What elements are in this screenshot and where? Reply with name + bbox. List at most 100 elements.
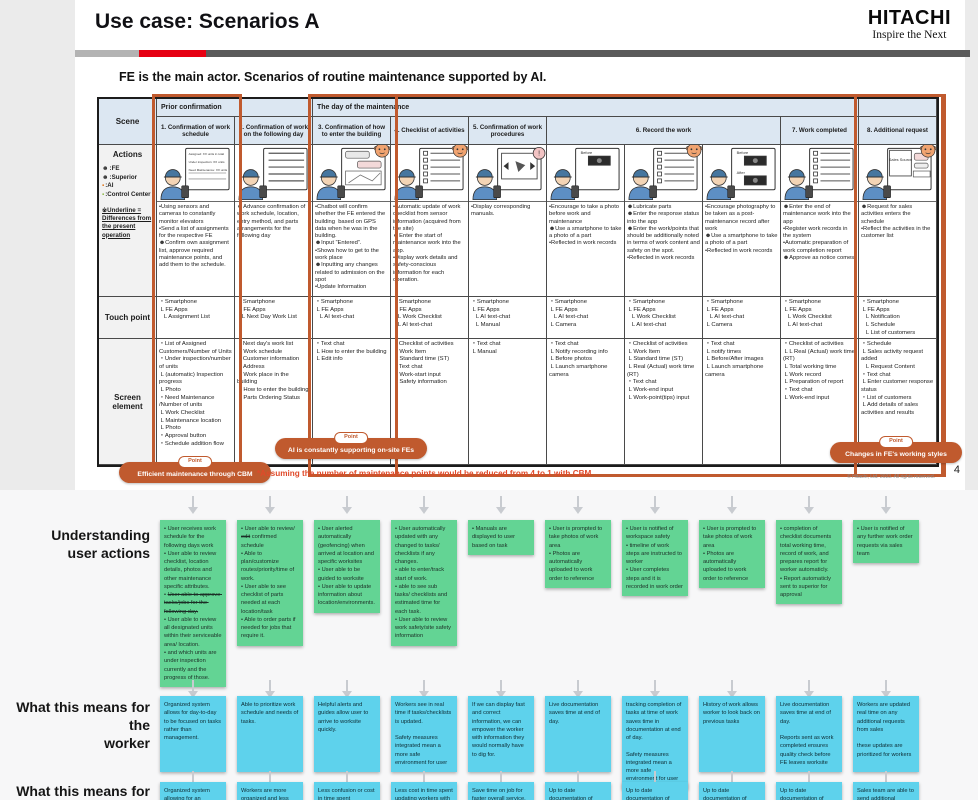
sticky-note[interactable]: Live documentation saves time at end of …: [545, 696, 611, 772]
sticky-note[interactable]: Less confusion or cost in time spent acc…: [314, 782, 380, 800]
sticky-note[interactable]: Up to date documentation of service main…: [776, 782, 842, 800]
actions-row-title: Actions: [112, 150, 143, 159]
down-arrow-icon: [342, 680, 352, 698]
sticky-note[interactable]: • User is notified of any further work o…: [853, 520, 919, 564]
scenario-column-header-8: 8. Additional request: [859, 117, 937, 145]
sticky-note[interactable]: • User alerted automatically (geofencing…: [314, 520, 380, 613]
down-arrow-icon: [419, 496, 429, 514]
sticky-note[interactable]: Up to date documentation of service main…: [622, 782, 688, 800]
svg-text:Need Maintenance: XX units: Need Maintenance: XX units: [189, 168, 228, 172]
sticky-note[interactable]: • User is prompted to take photos of wor…: [545, 520, 611, 588]
sticky-note[interactable]: Workers see in real time if tasks/checkl…: [391, 696, 457, 773]
sticky-note[interactable]: Workers are more organized and less like…: [237, 782, 303, 800]
down-arrow-icon: [265, 680, 275, 698]
down-arrow-icon: [650, 680, 660, 698]
action-text: ☻Lubricate parts ☻Enter the response sta…: [627, 204, 700, 262]
scenario-column-header-4: 4. Checklist of activities: [391, 117, 469, 145]
sticky-note[interactable]: • User able to review/ edit confirmed sc…: [237, 520, 303, 646]
svg-text:Sales Source: Sales Source: [889, 157, 913, 162]
down-arrow-icon: [188, 496, 198, 514]
sticky-note[interactable]: • completion of checklist documents tota…: [776, 520, 842, 605]
screen-element-cell-2: ・Next day's work list L Work schedule ・C…: [235, 339, 313, 465]
down-arrow-icon: [727, 496, 737, 514]
svg-text:After: After: [737, 170, 746, 175]
sticky-note[interactable]: • User receives work schedule for the fo…: [160, 520, 226, 688]
page-number: 4: [953, 464, 960, 476]
sticky-note[interactable]: Sales team are able to send additional r…: [853, 782, 919, 800]
legend-label: :AI: [105, 182, 114, 189]
sticky-note[interactable]: • User is prompted to take photos of wor…: [699, 520, 765, 588]
sticky-note[interactable]: Able to prioritize work schedule and nee…: [237, 696, 303, 772]
screen-element-cell-7: ・Checklist of activities L Work Item L S…: [625, 339, 703, 465]
down-arrow-icon: [265, 496, 275, 514]
legend-item-3: ▪:Control Center: [102, 191, 153, 198]
sticky-note[interactable]: Less cost in time spent updating workers…: [391, 782, 457, 800]
scenario-column-header-3: 3. Confirmation of how to enter the buil…: [313, 117, 391, 145]
down-arrow-icon: [188, 680, 198, 698]
legend-underline-note: ※Underline = Differences from the presen…: [102, 206, 152, 239]
down-arrow-icon: [727, 680, 737, 698]
sticky-note[interactable]: Save time on job for faster overall serv…: [468, 782, 534, 800]
sticky-note[interactable]: • Manuals are displayed to user based on…: [468, 520, 534, 555]
legend-glyph-icon: ☻: [102, 173, 109, 181]
down-arrow-icon: [496, 496, 506, 514]
touchpoint-cell-7: ・Smartphone L FE Apps L Work Checklist L…: [625, 297, 703, 339]
sticky-note[interactable]: Up to date documentation of service main…: [545, 782, 611, 800]
down-arrow-icon: [804, 496, 814, 514]
svg-text:Under inspection: XX units: Under inspection: XX units: [189, 160, 225, 164]
sticky-note[interactable]: Up to date documentation of service main…: [699, 782, 765, 800]
legend-item-1: ☻:Superior: [102, 174, 153, 181]
sticky-note[interactable]: If we can display fast and correct infor…: [468, 696, 534, 772]
scene-row-header: Scene: [99, 99, 157, 145]
point-badge-label: Changes in FE's working styles: [845, 451, 947, 458]
down-arrow-icon: [573, 680, 583, 698]
legend-label: :Superior: [109, 173, 138, 181]
phase-group-header-1: The day of the maintenance: [313, 99, 859, 117]
sticky-note[interactable]: • User is notified of workspace safety •…: [622, 520, 688, 597]
legend-item-0: ☻:FE: [102, 165, 153, 172]
sticky-note[interactable]: • User automatically updated with any ch…: [391, 520, 457, 646]
svg-text:Before: Before: [581, 150, 593, 155]
action-text: ☻Advance confirmation of work schedule, …: [237, 204, 307, 240]
action-cell-2: ☻Advance confirmation of work schedule, …: [235, 145, 313, 297]
touchpoint-cell-6: ・Smartphone L FE Apps L AI text-chat L C…: [547, 297, 625, 339]
use-case-slide: Use case: Scenarios A HITACHI Inspire th…: [75, 0, 970, 490]
legend-glyph-icon: ☻: [102, 165, 109, 172]
action-text: •Display corresponding manuals.: [471, 204, 533, 218]
scenario-column-header-2: 2. Confirmation of work on the following…: [235, 117, 313, 145]
legend-label: :Control Center: [105, 190, 151, 198]
hitachi-wordmark: HITACHI: [867, 7, 951, 29]
action-cell-4: •Automatic update of work checklist from…: [391, 145, 469, 297]
down-arrow-icon: [419, 680, 429, 698]
legend-label: :FE: [109, 165, 120, 172]
touchpoint-cell-5: ・Smartphone L FE Apps L AI text-chat L M…: [469, 297, 547, 339]
touchpoint-cell-3: ・Smartphone L FE Apps L AI text-chat: [313, 297, 391, 339]
row-label-screen-element: Screen element: [99, 339, 157, 465]
down-arrow-icon: [573, 496, 583, 514]
sticky-note[interactable]: Organized system allows for day-to-day t…: [160, 696, 226, 772]
svg-text:!: !: [538, 151, 540, 158]
sticky-note[interactable]: Organized system allowing for an improve…: [160, 782, 226, 800]
sticky-note[interactable]: Helpful alerts and guides allow user to …: [314, 696, 380, 772]
sticky-note[interactable]: Workers are updated real time on any add…: [853, 696, 919, 772]
down-arrow-icon: [881, 496, 891, 514]
down-arrow-icon: [650, 496, 660, 514]
touchpoint-cell-1: ・Smartphone L FE Apps L Assignment List: [157, 297, 235, 339]
action-cell-9: ☻Enter the end of maintenance work into …: [781, 145, 859, 297]
row-label-means-for: What this means for the: [16, 783, 150, 799]
sticky-note[interactable]: History of work allows worker to look ba…: [699, 696, 765, 772]
point-badge-cbm: Point Efficient maintenance through CBM: [119, 456, 271, 483]
divider-red-segment: [139, 50, 206, 57]
phase-group-header-2: [859, 99, 937, 117]
point-pill: Point: [178, 456, 212, 468]
sticky-note[interactable]: Live documentation saves time at end of …: [776, 696, 842, 773]
page-title: Use case: Scenarios A: [95, 10, 320, 33]
down-arrow-icon: [496, 680, 506, 698]
down-arrow-icon: [804, 680, 814, 698]
hitachi-logo: HITACHI Inspire the Next: [867, 7, 951, 42]
action-text: •Automatic update of work checklist from…: [393, 204, 461, 283]
row-label-touch-point: Touch point: [99, 297, 157, 339]
